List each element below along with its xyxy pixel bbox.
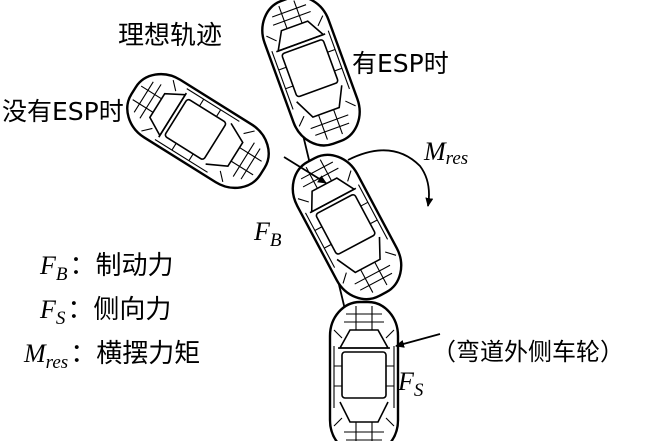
yaw-moment-arrow xyxy=(347,149,434,207)
outer-wheel-label: （弯道外侧车轮） xyxy=(432,338,624,366)
fb-label: FB xyxy=(253,217,282,251)
legend-item-fs: FS：侧向力 xyxy=(39,295,171,329)
car-braking xyxy=(280,142,414,312)
without-esp-label: 没有ESP时 xyxy=(2,97,124,126)
side-force-arrow xyxy=(395,333,441,348)
fs-label: FS xyxy=(397,367,424,401)
m-res-label: Mres xyxy=(423,137,468,169)
braking-force-arrow xyxy=(283,156,327,184)
car-initial xyxy=(328,300,400,441)
legend-item-mres: Mres：横摆力矩 xyxy=(23,339,200,373)
with-esp-label: 有ESP时 xyxy=(352,49,449,78)
legend: FB：制动力 FS：侧向力 Mres：横摆力矩 xyxy=(23,251,200,373)
car-without-esp xyxy=(114,60,282,202)
legend-item-fb: FB：制动力 xyxy=(39,251,174,285)
ideal-trajectory-label: 理想轨迹 xyxy=(118,21,222,51)
